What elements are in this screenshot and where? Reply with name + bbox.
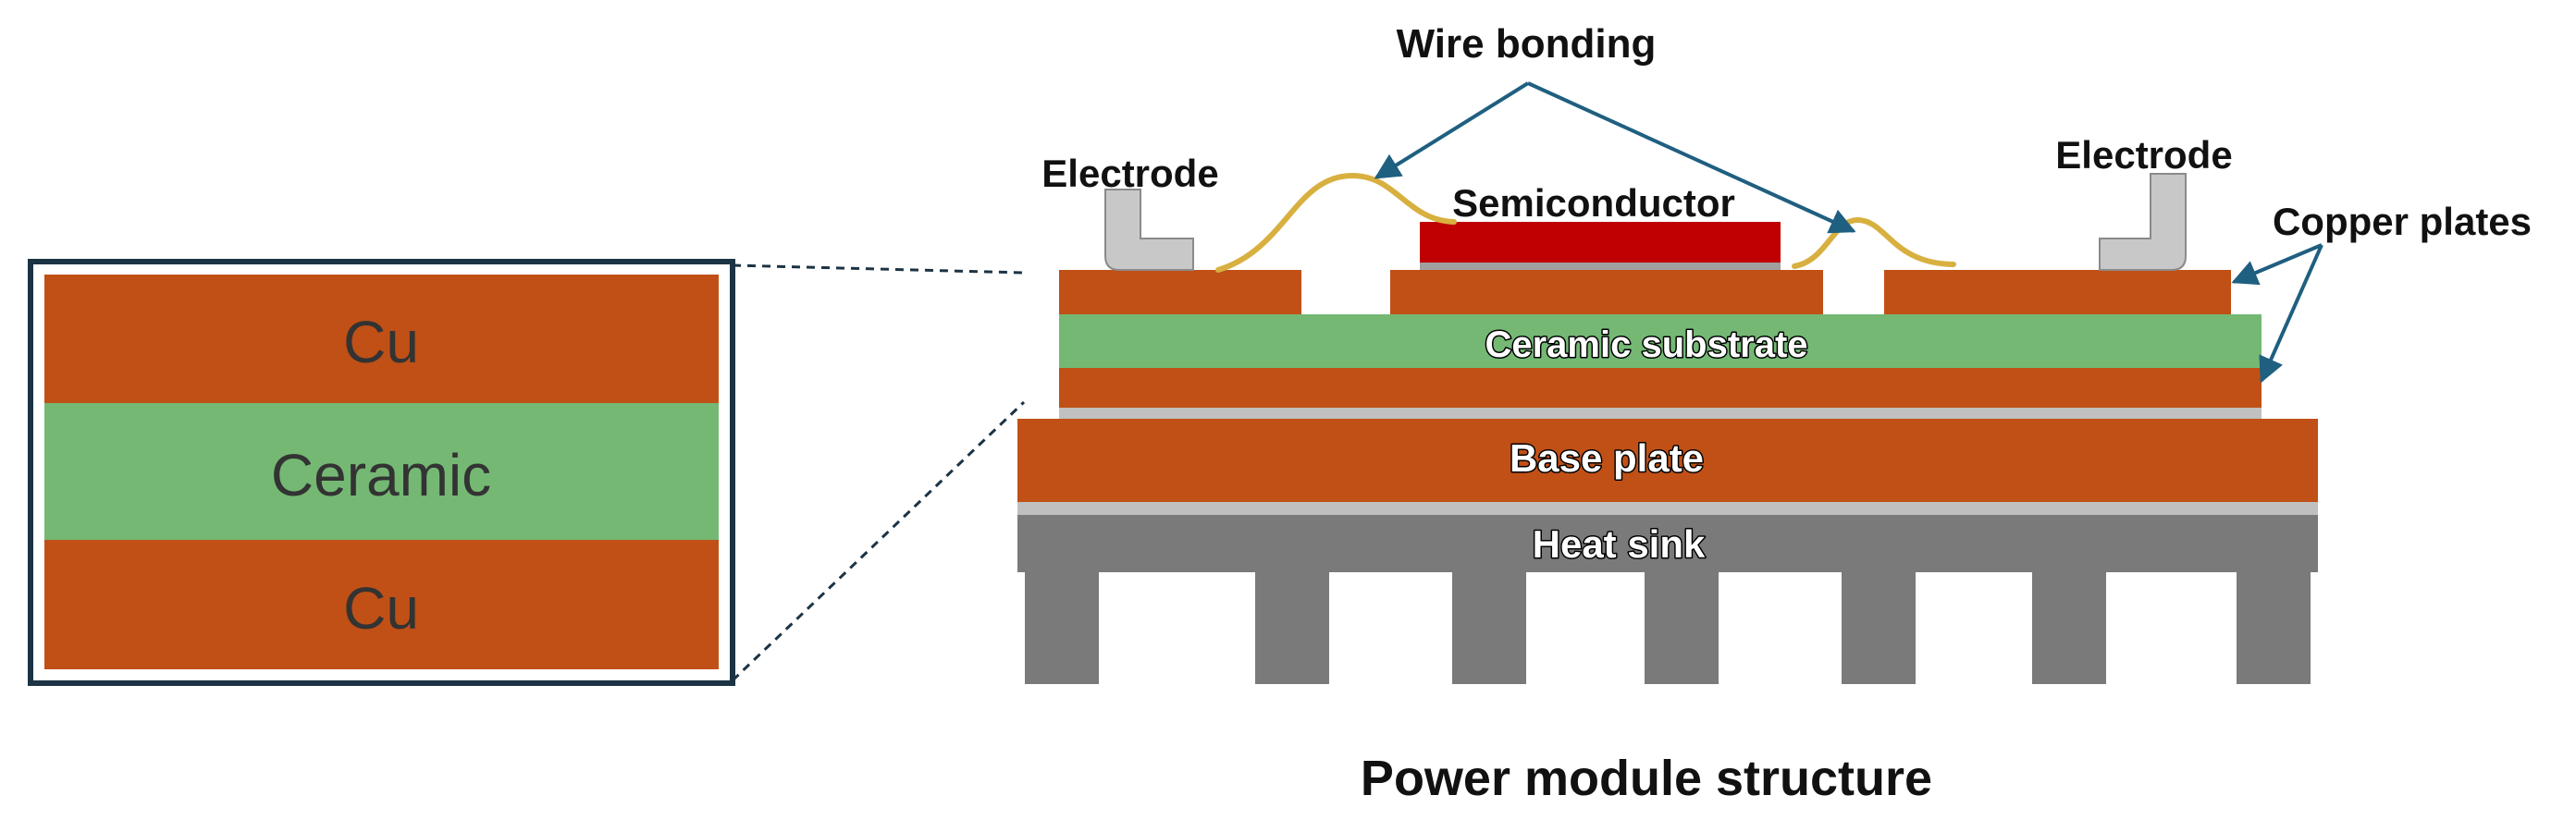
- wire-bonding-label: Wire bonding: [1397, 21, 1657, 67]
- zoom-line-bottom: [731, 400, 1026, 682]
- copper-plates-label: Copper plates: [2273, 200, 2532, 243]
- semiconductor-label: Semiconductor: [1452, 181, 1735, 225]
- heat-sink-label: Heat sink: [1533, 522, 1706, 566]
- wire-bond-right: [1792, 216, 1956, 269]
- electrode-left: [1104, 189, 1194, 271]
- heat-sink-fin: [1025, 566, 1099, 684]
- inset-cross-section: Cu Ceramic Cu: [28, 259, 735, 686]
- solder-layer: [1059, 408, 2262, 419]
- arrow-wire-bonding-left: [1374, 81, 1530, 179]
- arrow-copper-plates-bottom: [2259, 244, 2323, 384]
- diagram-caption: Power module structure: [1361, 751, 1932, 806]
- inset-cu-top-layer: [44, 275, 719, 403]
- heat-sink: [1017, 515, 2318, 684]
- inset-ceramic-layer: [44, 403, 719, 540]
- heat-sink-fin: [2237, 566, 2311, 684]
- ceramic-substrate: [1059, 314, 2262, 368]
- wire-bond-left: [1215, 172, 1457, 273]
- heat-sink-fin: [1452, 566, 1526, 684]
- ceramic-substrate-label: Ceramic substrate: [1485, 324, 1807, 365]
- bottom-copper-plate: [1059, 368, 2262, 408]
- electrode-left-label: Electrode: [1041, 152, 1218, 195]
- semiconductor-die-solder: [1420, 261, 1781, 270]
- heat-sink-fin: [1645, 566, 1719, 684]
- inset-cu-bottom-label: Cu: [343, 575, 419, 642]
- base-plate-label: Base plate: [1510, 436, 1704, 480]
- inset-ceramic-label: Ceramic: [271, 442, 491, 508]
- inset-cu-bottom-layer: [44, 540, 719, 669]
- heat-sink-body: [1017, 515, 2318, 572]
- heat-sink-fin: [1255, 566, 1329, 684]
- zoom-line-top: [732, 263, 1025, 275]
- electrode-right: [2099, 173, 2187, 271]
- top-copper-plate-left: [1059, 270, 1301, 314]
- thermal-interface-layer: [1017, 502, 2318, 515]
- heat-sink-fin: [2032, 566, 2106, 684]
- heat-sink-fin: [1842, 566, 1916, 684]
- inset-cu-top-label: Cu: [343, 309, 419, 375]
- electrode-right-label: Electrode: [2055, 133, 2232, 177]
- top-copper-plate-right: [1884, 270, 2231, 314]
- top-copper-plate-middle: [1390, 270, 1823, 314]
- semiconductor-die: [1420, 222, 1781, 263]
- base-plate: [1017, 419, 2318, 502]
- arrow-copper-plates-top: [2231, 243, 2323, 286]
- arrow-wire-bonding-right: [1527, 81, 1856, 234]
